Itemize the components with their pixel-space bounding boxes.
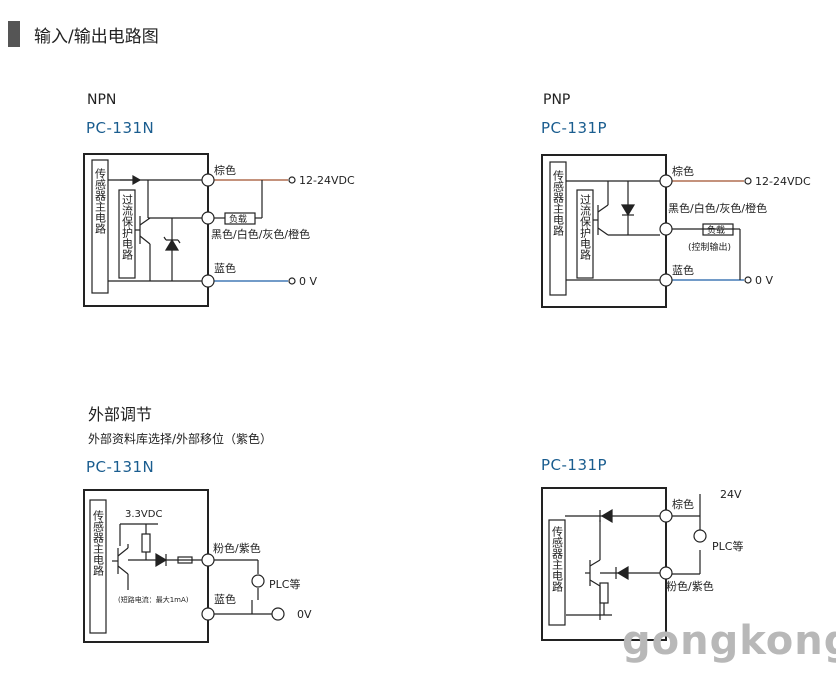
pnp-vdc-label: 12-24VDC bbox=[755, 175, 811, 188]
npn-brown-label: 棕色 bbox=[214, 163, 236, 177]
pnp-board-label: 传感器主电路 bbox=[552, 170, 565, 237]
pnp-model-label: PC-131P bbox=[541, 119, 608, 137]
ext-npn-board-label: 传感器主电路 bbox=[92, 510, 105, 577]
ext-pnp-24v-label: 24V bbox=[720, 488, 742, 501]
ext-npn-plc-label: PLC等 bbox=[269, 577, 300, 591]
pnp-type-label: PNP bbox=[543, 92, 571, 108]
ext-npn-short-label: (短路电流：最大1mA) bbox=[118, 595, 189, 604]
ext-pnp-model-label: PC-131P bbox=[541, 456, 608, 474]
ext-npn-model-label: PC-131N bbox=[86, 458, 155, 476]
npn-black-label: 黑色/白色/灰色/橙色 bbox=[211, 227, 310, 241]
npn-blue-label: 蓝色 bbox=[214, 261, 236, 275]
ext-npn-vdc-label: 3.3VDC bbox=[125, 509, 162, 520]
pnp-circuit bbox=[541, 154, 752, 308]
npn-circuit bbox=[83, 153, 296, 307]
ext-pnp-plc-label: PLC等 bbox=[712, 539, 743, 553]
ext-npn-text: 传感器主电路 3.3VDC 粉色/紫色 PLC等 蓝色 (短路电流：最大1mA)… bbox=[92, 509, 312, 621]
ext-pnp-brown-label: 棕色 bbox=[672, 497, 694, 511]
pnp-load-label: 负载 bbox=[707, 224, 725, 236]
page-title: 输入/输出电路图 bbox=[34, 27, 159, 47]
pnp-ctrl-label: (控制输出) bbox=[688, 241, 731, 253]
ext-pnp-circuit bbox=[541, 487, 707, 641]
ext-section-title: 外部调节 bbox=[88, 405, 153, 424]
npn-load-label: 负载 bbox=[229, 213, 247, 225]
pnp-zero-label: 0 V bbox=[755, 274, 773, 287]
npn-model-label: PC-131N bbox=[86, 119, 155, 137]
ext-pnp-pink-label: 粉色/紫色 bbox=[666, 579, 714, 593]
npn-vdc-label: 12-24VDC bbox=[299, 174, 355, 187]
ext-npn-pink-label: 粉色/紫色 bbox=[213, 541, 261, 555]
ext-npn-zero-label: 0V bbox=[297, 608, 312, 621]
npn-protect-label: 过流保护电路 bbox=[121, 194, 134, 261]
ext-npn-circuit bbox=[83, 489, 285, 643]
npn-board-label: 传感器主电路 bbox=[94, 168, 107, 235]
ext-pnp-text: 传感器主电路 棕色 24V PLC等 粉色/紫色 bbox=[551, 488, 744, 593]
pnp-blue-label: 蓝色 bbox=[672, 263, 694, 277]
npn-text: 传感器主电路 过流保护电路 棕色 负载 黑色/白色/灰色/橙色 蓝色 12-24… bbox=[94, 163, 355, 288]
pnp-protect-label: 过流保护电路 bbox=[579, 194, 592, 261]
section-marker bbox=[8, 21, 20, 47]
ext-npn-blue-label: 蓝色 bbox=[214, 592, 236, 606]
npn-zero-label: 0 V bbox=[299, 275, 317, 288]
ext-section-subtitle: 外部资料库选择/外部移位（紫色） bbox=[88, 432, 273, 446]
pnp-black-label: 黑色/白色/灰色/橙色 bbox=[668, 201, 767, 215]
npn-type-label: NPN bbox=[87, 92, 117, 108]
pnp-text: 传感器主电路 过流保护电路 棕色 黑色/白色/灰色/橙色 负载 (控制输出) 蓝… bbox=[552, 164, 811, 287]
watermark: gongkong bbox=[622, 618, 836, 664]
pnp-brown-label: 棕色 bbox=[672, 164, 694, 178]
ext-pnp-board-label: 传感器主电路 bbox=[551, 526, 564, 593]
